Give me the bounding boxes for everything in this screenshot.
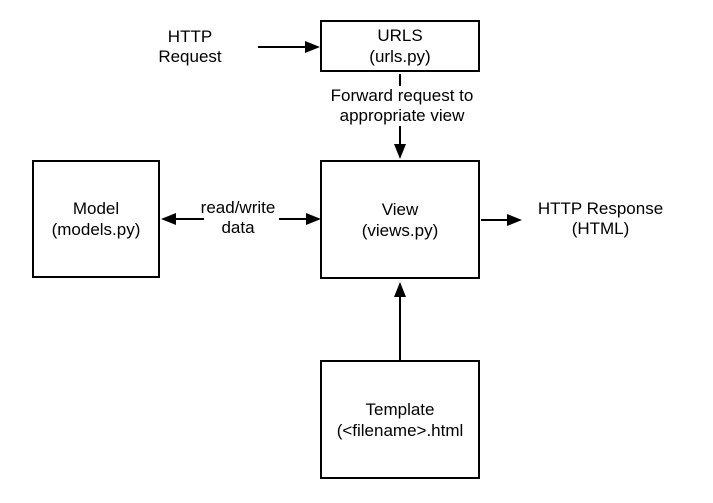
model-node-subtitle: (models.py) xyxy=(51,220,141,239)
view-node: View (views.py) xyxy=(320,160,480,279)
read-write-label-line2: data xyxy=(221,218,255,237)
urls-node: URLS (urls.py) xyxy=(320,20,480,72)
read-write-arrow-to-view xyxy=(279,213,321,225)
read-write-label-line1: read/write xyxy=(200,198,276,217)
template-node: Template (<filename>.html xyxy=(320,360,480,479)
urls-node-subtitle: (urls.py) xyxy=(369,47,431,66)
forward-request-label-line1: Forward request to xyxy=(330,86,474,105)
template-node-subtitle: (<filename>.html xyxy=(336,420,464,440)
model-node-title: Model xyxy=(72,199,120,218)
urls-node-title: URLS xyxy=(377,26,423,45)
http-response-arrow xyxy=(481,214,522,226)
read-write-label: read/write data xyxy=(193,198,283,238)
http-response-label-line1: HTTP Response xyxy=(537,199,664,218)
http-request-label-line1: HTTP xyxy=(167,27,213,46)
http-request-arrow xyxy=(258,41,320,53)
view-node-title: View xyxy=(381,199,419,219)
http-request-label-line2: Request xyxy=(158,47,222,66)
http-response-label: HTTP Response (HTML) xyxy=(528,199,673,239)
forward-request-label-line2: appropriate view xyxy=(339,106,465,125)
read-write-arrow-to-model xyxy=(161,213,204,225)
template-node-title: Template xyxy=(365,399,435,419)
view-node-subtitle: (views.py) xyxy=(361,220,439,240)
model-node: Model (models.py) xyxy=(32,160,160,278)
template-to-view-arrow xyxy=(394,282,406,360)
http-response-label-line2: (HTML) xyxy=(571,219,630,238)
forward-request-label: Forward request to appropriate view xyxy=(312,86,492,126)
http-request-label: HTTP Request xyxy=(140,27,240,67)
